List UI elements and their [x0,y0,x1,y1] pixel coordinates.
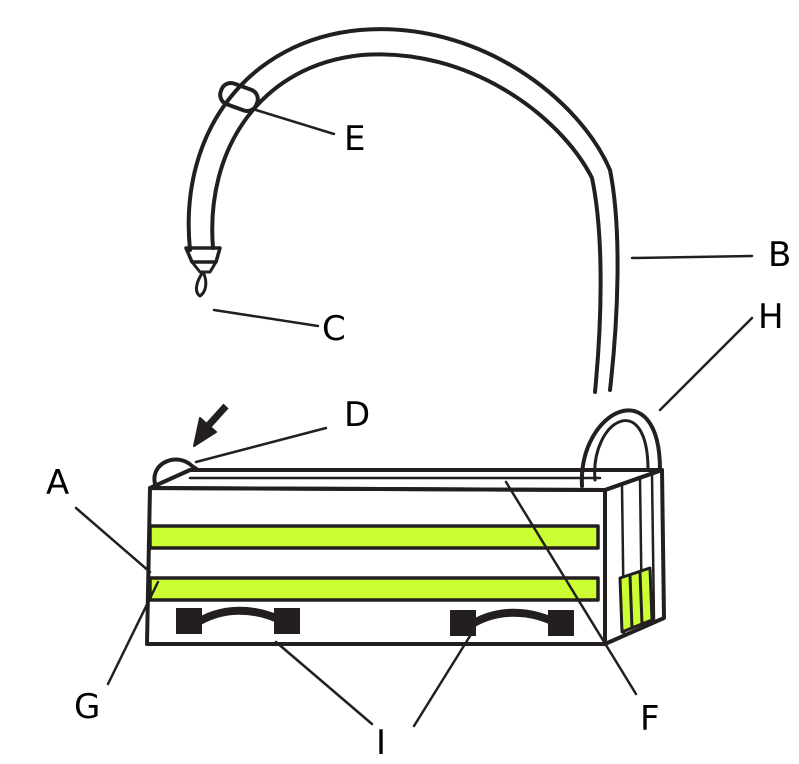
leader-a [74,506,152,574]
strap-loop [218,80,260,114]
leader-i-left [274,640,374,726]
label-g: G [74,687,101,727]
leader-h [658,316,754,412]
handle-left [176,606,300,634]
label-f: F [640,699,660,739]
reflective-stripes [148,524,600,602]
strap-hook [184,246,222,298]
leader-lines [74,108,754,728]
leader-d [194,426,328,464]
leader-g [106,580,160,686]
leader-i-right [412,634,472,728]
arrow-icon [193,403,229,447]
leader-b [630,254,754,260]
label-c: C [322,309,346,349]
strap-attachment-loop [579,408,662,488]
reflective-stripe-lower [148,576,600,602]
leader-f [504,480,638,696]
label-e: E [344,119,366,159]
top-bump [152,457,200,486]
handle-right [450,608,574,636]
reflective-stripe-upper [148,524,600,550]
shoulder-strap [186,27,620,394]
label-b: B [768,235,792,275]
label-a: A [46,463,70,503]
bag-body [145,468,666,646]
leader-c [212,308,320,328]
label-h: H [758,297,784,337]
leader-e [254,108,336,136]
label-i: I [376,723,387,763]
label-d: D [344,395,371,435]
side-reflective-patch [618,566,654,634]
